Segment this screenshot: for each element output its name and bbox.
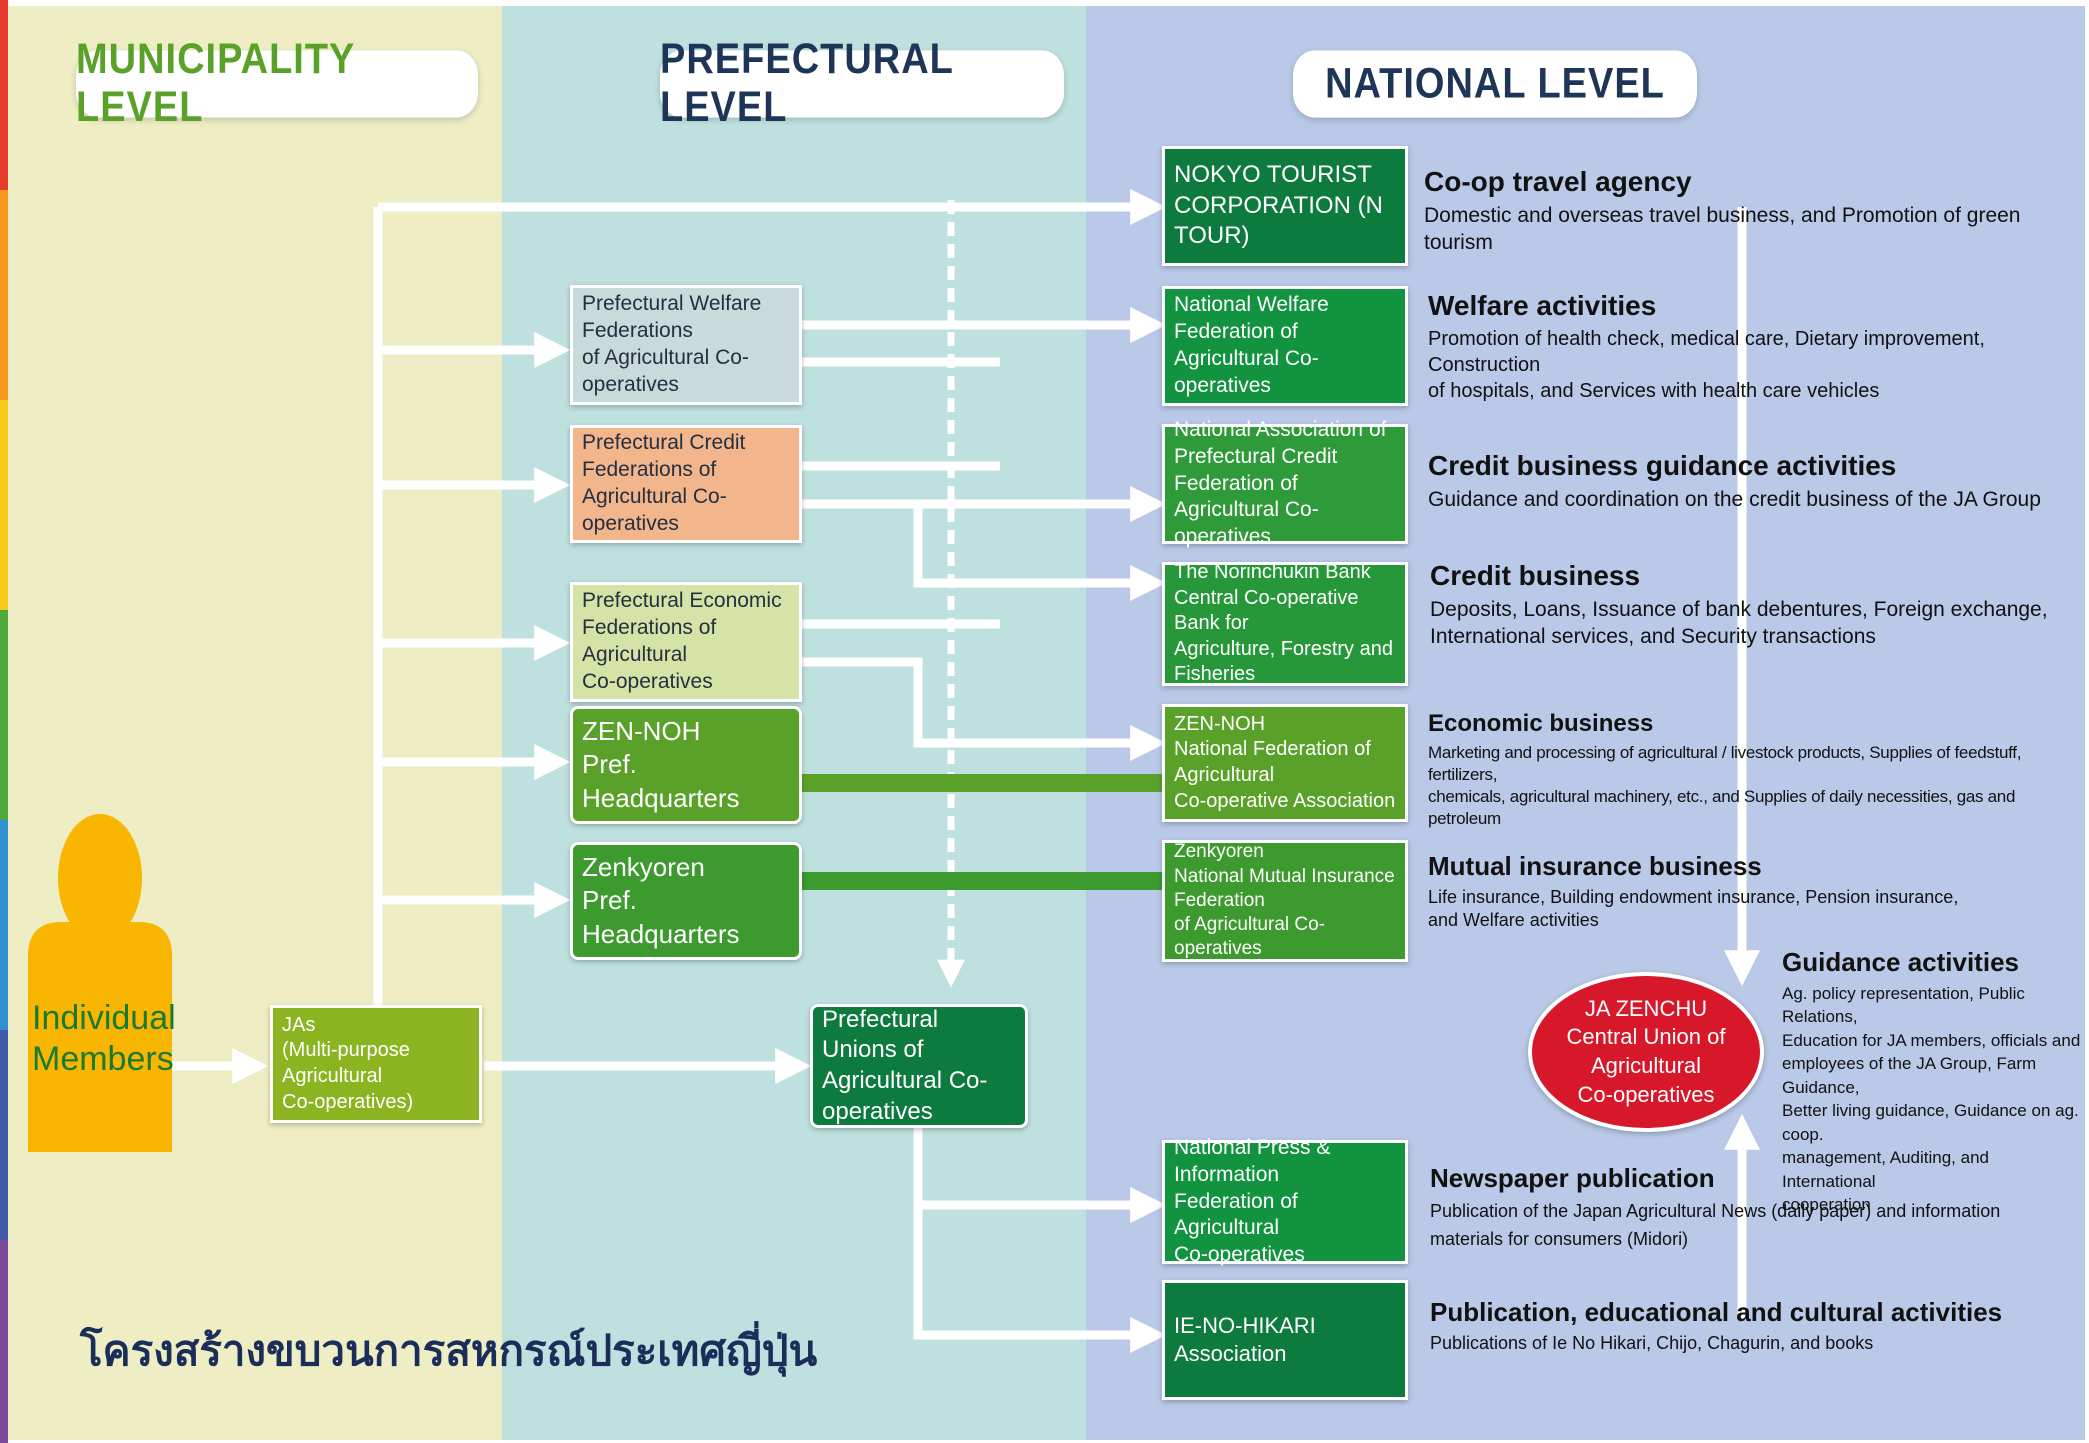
desc-travel-title: Co-op travel agency: [1424, 166, 1692, 197]
rainbow-strip-indigo: [0, 1030, 8, 1240]
pref-credit-federation-box: Prefectural Credit Federations of Agricu…: [570, 425, 802, 543]
desc-guidance-title: Guidance activities: [1782, 947, 2019, 977]
desc-credit-guidance-title: Credit business guidance activities: [1428, 450, 1897, 481]
desc-mutual-text: Life insurance, Building endowment insur…: [1428, 886, 1959, 931]
desc-newspaper: Newspaper publication Publication of the…: [1430, 1163, 2070, 1254]
zennoh-pref-headquarters-box: ZEN-NOH Pref. Headquarters: [570, 706, 802, 824]
rainbow-strip-green: [0, 610, 8, 820]
arrow-pref-economic-to-zennoh: [800, 657, 1167, 761]
arrow-unions-to-press: [913, 1128, 1167, 1223]
pref-welfare-federation-box: Prefectural Welfare Federations of Agric…: [570, 285, 802, 405]
rainbow-strip-red: [0, 0, 8, 190]
desc-welfare-title: Welfare activities: [1428, 290, 1657, 321]
desc-economic-text: Marketing and processing of agricultural…: [1428, 742, 2022, 828]
desc-publication-title: Publication, educational and cultural ac…: [1430, 1297, 2003, 1327]
individual-members-label: Individual Members: [32, 999, 176, 1078]
bar-zenkyoren-pref-to-national: [798, 872, 1164, 890]
bar-zennoh-pref-to-national: [798, 774, 1164, 792]
press-federation-box: National Press & Information Federation …: [1162, 1136, 1408, 1266]
pref-economic-federation-box: Prefectural Economic Federations of Agri…: [570, 582, 802, 702]
zenkyoren-national-box: Zenkyoren National Mutual Insurance Fede…: [1162, 840, 1408, 962]
desc-economic-title: Economic business: [1428, 710, 1654, 737]
desc-guidance-text: Ag. policy representation, Public Relati…: [1782, 983, 2081, 1214]
desc-newspaper-title: Newspaper publication: [1430, 1163, 1715, 1193]
desc-credit-text: Deposits, Loans, Issuance of bank debent…: [1430, 598, 2048, 649]
desc-credit: Credit business Deposits, Loans, Issuanc…: [1430, 560, 2070, 651]
header-national-level: NATIONAL LEVEL: [1293, 50, 1697, 118]
ja-zenchu-ellipse: JA ZENCHU Central Union of Agricultural …: [1528, 972, 1764, 1132]
desc-credit-title: Credit business: [1430, 560, 1641, 591]
national-welfare-federation-box: National Welfare Federation of Agricultu…: [1162, 286, 1408, 406]
rainbow-strip-violet: [0, 1240, 8, 1443]
desc-economic: Economic business Marketing and processi…: [1428, 710, 2078, 830]
desc-travel-text: Domestic and overseas travel business, a…: [1424, 204, 2021, 255]
rainbow-strip-blue: [0, 820, 8, 1030]
ienohikari-box: IE-NO-HIKARI Association: [1162, 1280, 1408, 1400]
desc-credit-guidance-text: Guidance and coordination on the credit …: [1428, 488, 2041, 512]
desc-travel: Co-op travel agency Domestic and oversea…: [1424, 166, 2064, 257]
rainbow-strip-yellow: [0, 400, 8, 610]
municipality-band: [8, 6, 502, 1440]
desc-publication-text: Publications of Ie No Hikari, Chijo, Cha…: [1430, 1332, 1874, 1353]
national-credit-association-box: National Association of Prefectural Cred…: [1162, 418, 1408, 548]
norinchukin-bank-box: The Norinchukin Bank Central Co-operativ…: [1162, 561, 1408, 686]
ntour-box: NOKYO TOURIST CORPORATION (N TOUR): [1162, 146, 1408, 266]
desc-welfare-text: Promotion of health check, medical care,…: [1428, 328, 1985, 403]
desc-guidance: Guidance activities Ag. policy represent…: [1782, 947, 2082, 1216]
jas-box: JAs (Multi-purpose Agricultural Co-opera…: [270, 1005, 482, 1123]
rainbow-strip-orange: [0, 190, 8, 400]
pref-unions-box: Prefectural Unions of Agricultural Co-op…: [810, 1004, 1028, 1128]
desc-publication: Publication, educational and cultural ac…: [1430, 1297, 2070, 1355]
arrow-unions-to-ienohikari: [913, 1205, 1167, 1353]
individual-member-figure: [28, 814, 172, 1152]
desc-credit-guidance: Credit business guidance activities Guid…: [1428, 450, 2068, 513]
desc-welfare: Welfare activities Promotion of health c…: [1428, 290, 2068, 404]
zenkyoren-pref-headquarters-box: Zenkyoren Pref. Headquarters: [570, 842, 802, 960]
desc-mutual: Mutual insurance business Life insurance…: [1428, 851, 1988, 933]
zennoh-national-box: ZEN-NOH National Federation of Agricultu…: [1162, 704, 1408, 822]
desc-mutual-title: Mutual insurance business: [1428, 851, 1762, 881]
ja-zenchu-label: JA ZENCHU Central Union of Agricultural …: [1566, 995, 1726, 1107]
arrow-pref-credit-to-norinchukin: [913, 504, 1167, 601]
diagram-caption: โครงสร้างขบวนการสหกรณ์ประเทศญี่ปุ่น: [80, 1326, 818, 1375]
desc-newspaper-text: Publication of the Japan Agricultural Ne…: [1430, 1200, 2001, 1249]
